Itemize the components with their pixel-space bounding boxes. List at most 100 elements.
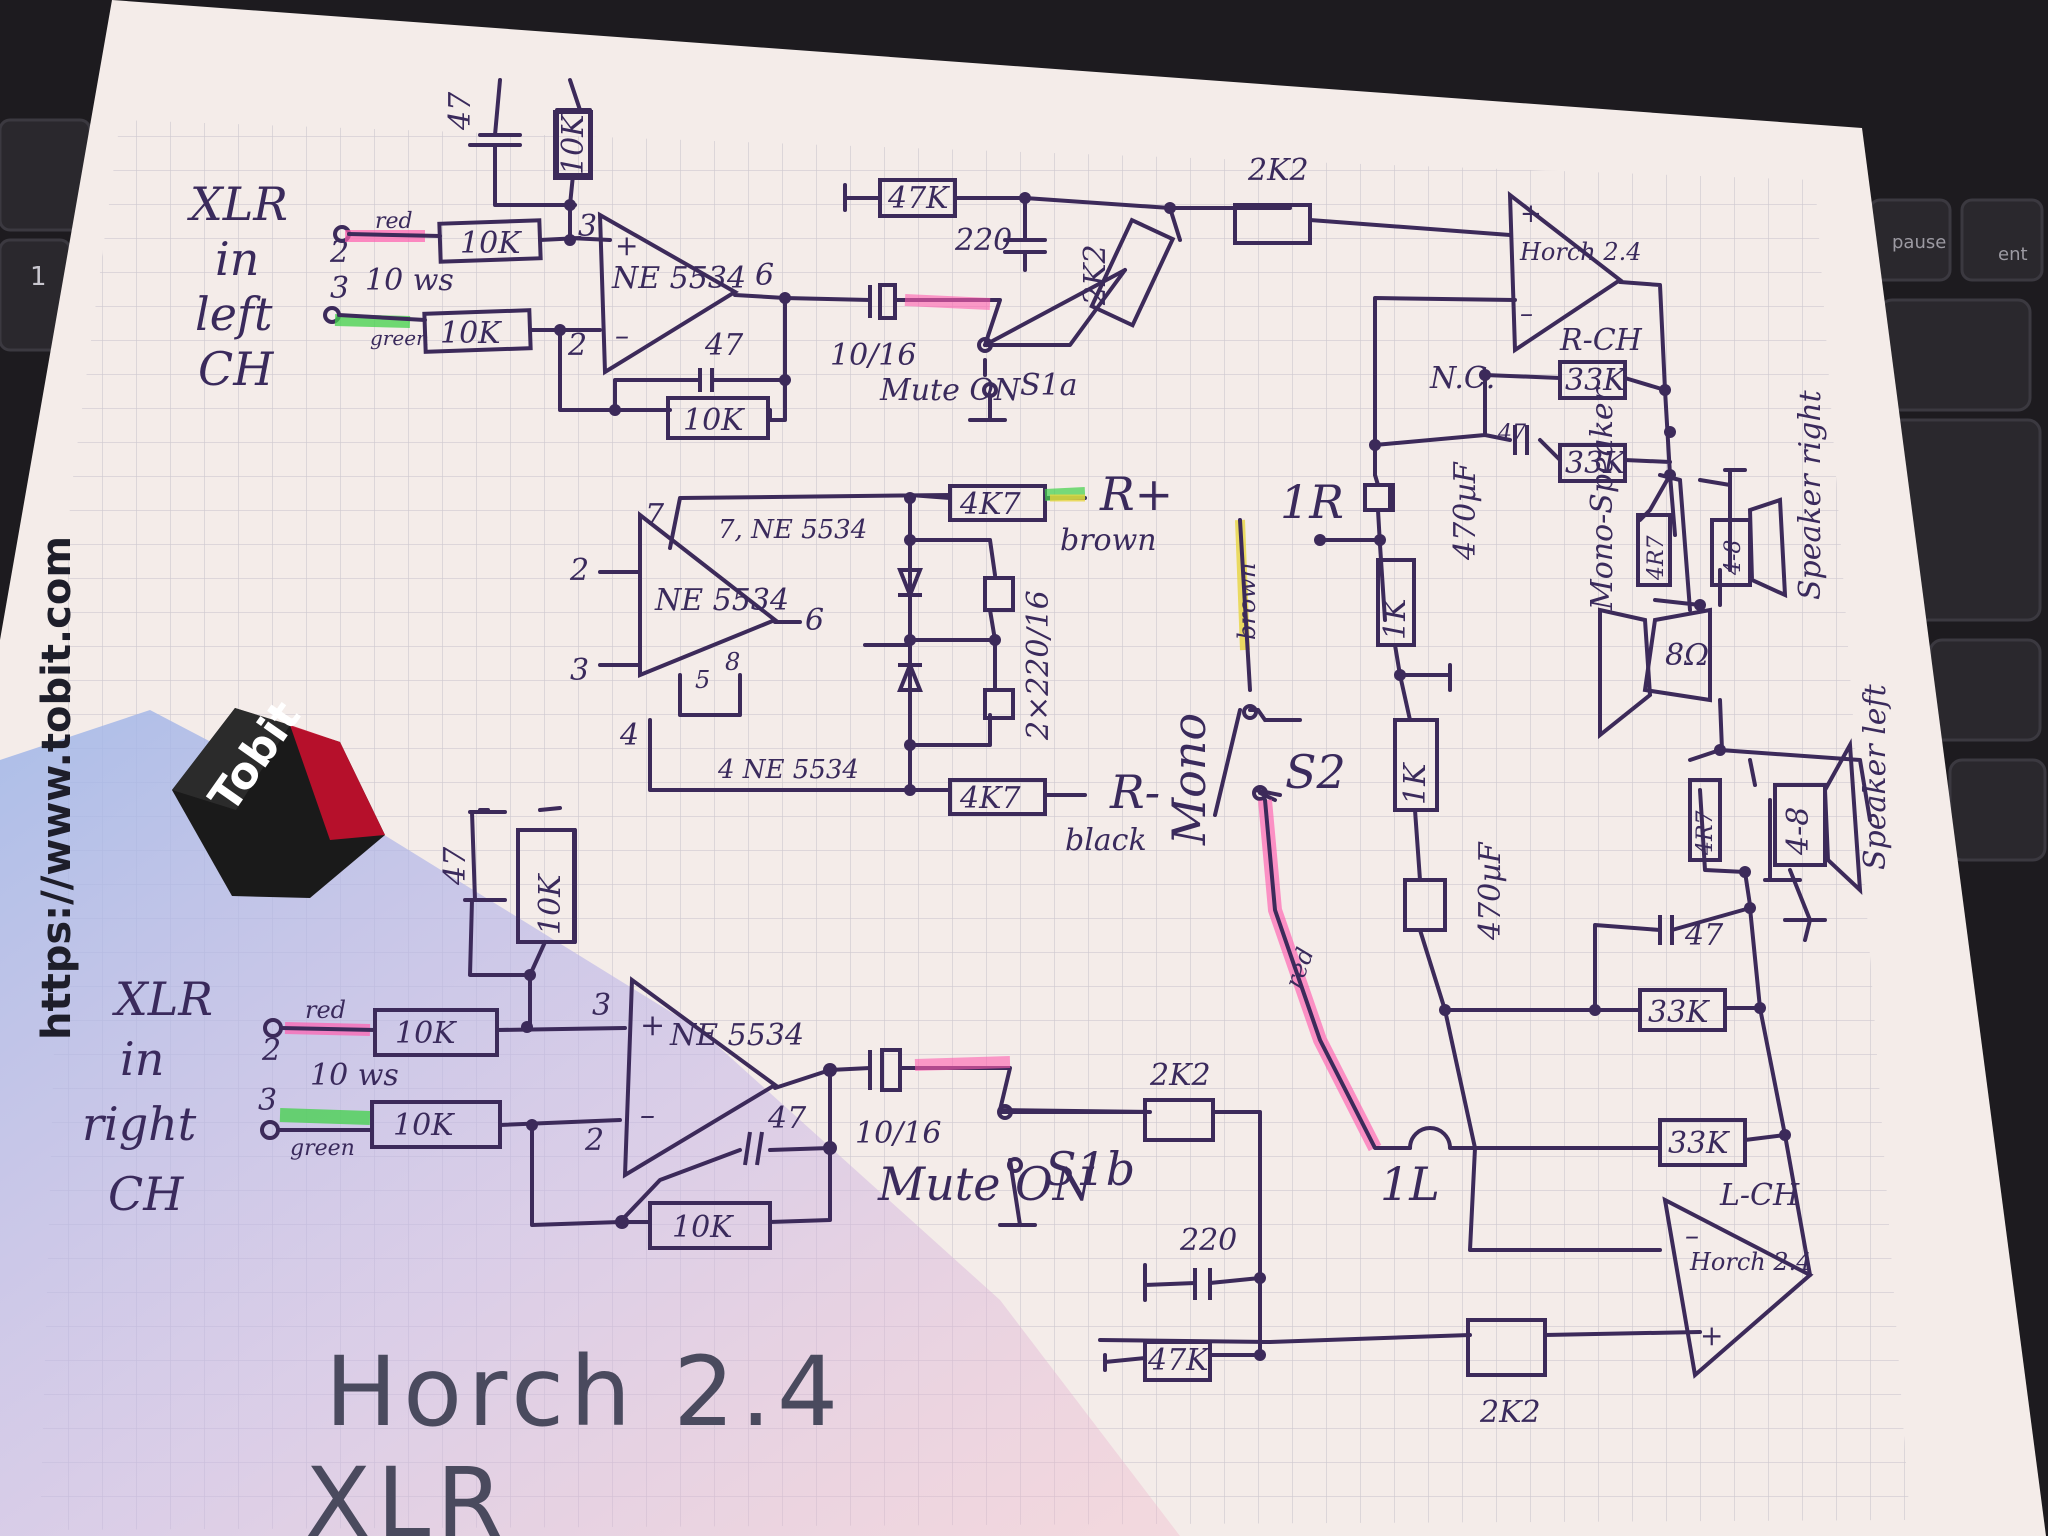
wire-green-label: green — [290, 1136, 355, 1161]
resistor-10k — [648, 1201, 772, 1250]
cap-top-label: 47 — [438, 846, 473, 886]
mono-label: Mono — [1162, 713, 1216, 846]
resistor-33k — [1558, 443, 1627, 483]
minus-sign: – — [1520, 299, 1533, 329]
pin3-label: 3 — [330, 271, 349, 306]
pin3-label: 3 — [258, 1083, 277, 1118]
cap-fb-label: 47 — [704, 328, 744, 363]
switch-contact — [1007, 1157, 1023, 1173]
channel-label: R-CH — [1559, 323, 1643, 358]
switch-s1a-label: S1a — [1020, 368, 1078, 403]
resistor-2k2 — [1233, 203, 1312, 245]
pin-minus-label: 2 — [584, 1123, 604, 1158]
resistor-4r7 — [1636, 513, 1672, 587]
pin8-label: 8 — [725, 648, 740, 676]
pin2-label: 2 — [569, 553, 589, 588]
logo-url: https://www.tobit.com — [34, 536, 80, 1040]
keyboard-key — [1878, 298, 2032, 412]
mute-label: Mute ON — [877, 1157, 1095, 1211]
resistor-2k2 — [1466, 1318, 1547, 1377]
r-fb-label: 10K — [683, 403, 745, 438]
r-series-label: 2K2 — [1247, 153, 1309, 188]
pin-plus-label: 3 — [592, 988, 611, 1023]
key-label-pause: pause — [1892, 232, 1946, 253]
opamp-triangle-icon — [597, 211, 739, 376]
resistor-47k — [1143, 1340, 1212, 1382]
highlight-red-wire — [904, 294, 991, 310]
tobit-logo-cube-icon: Tobit — [172, 692, 385, 898]
keyboard-key — [1960, 198, 2044, 282]
cap-fb-label: 47 — [767, 1101, 807, 1136]
pin3-label: 3 — [570, 653, 589, 688]
r-top-label: 10K — [533, 873, 568, 935]
r-bottom-label: 4K7 — [959, 781, 1021, 816]
wire-bottom-label: black — [1065, 823, 1147, 858]
wire-top-label: brown — [1060, 523, 1157, 558]
r-top-label: 10K — [556, 113, 591, 175]
r-series-label: 2K2 — [1479, 1395, 1541, 1430]
left-in-label: in — [215, 232, 259, 286]
keyboard-key — [1948, 758, 2047, 862]
nc-label: N.C. — [1429, 361, 1495, 396]
electrolytic-capacitor — [1403, 878, 1447, 932]
capacitor-47 — [1513, 425, 1529, 455]
spk-left-label: Speaker left — [1858, 683, 1893, 870]
pin4-label: 4 — [619, 718, 639, 753]
sense-r-label: 1R — [1280, 475, 1344, 529]
pin2-label: 2 — [261, 1033, 281, 1068]
plus-sign: + — [1700, 1319, 1723, 1352]
minus-sign: – — [615, 319, 629, 352]
cap-coupling-label: 10/16 — [855, 1116, 941, 1151]
highlight-green-wire — [334, 314, 411, 328]
right-xlr-label: XLR — [112, 972, 213, 1026]
switch-s1b-label: S1b — [1045, 1142, 1135, 1196]
capacitor-10-16 — [868, 283, 897, 320]
resistor-10k — [553, 110, 593, 180]
sense-l-label: 1L — [1380, 1157, 1440, 1211]
plus-sign: + — [615, 229, 638, 262]
r-mid1-label: 1K — [1378, 597, 1413, 640]
title-line2: XLR — [305, 1447, 509, 1536]
cap-fb-label: 47 — [1684, 918, 1724, 953]
left-input-stage: XLR in left CH 2 3 red green 10 ws 10K 1… — [187, 78, 1127, 440]
cap-label: 220 — [1179, 1223, 1237, 1258]
spk-imp-label: 4-8 — [1721, 540, 1746, 576]
capacitor-220 — [1193, 1268, 1212, 1300]
plus-sign: + — [640, 1008, 665, 1043]
pin5-label: 5 — [695, 666, 710, 694]
resistor-10k — [422, 308, 533, 354]
electrolytic-capacitor — [983, 688, 1015, 720]
left-xlr-label: XLR — [187, 177, 288, 231]
tobit-logo: https://www.tobit.com Tobit — [34, 536, 385, 1040]
amp-label: Horch 2.4 — [1689, 1248, 1812, 1276]
wire-brown-label: brown — [1233, 563, 1261, 640]
wire-red-label: red — [375, 209, 413, 234]
cap-top-label: 47 — [443, 91, 478, 131]
switch-contact — [1252, 785, 1268, 801]
power-section: NE 5534 7, NE 5534 4 NE 5534 7 2 3 6 5 8… — [569, 467, 1173, 858]
potentiometer-2k2 — [1089, 217, 1176, 328]
amp-label: Horch 2.4 — [1519, 238, 1642, 266]
r-4r7-label: 4R7 — [1644, 535, 1669, 581]
right-side-label: right — [82, 1097, 197, 1151]
resistor-33k — [1638, 988, 1727, 1032]
resistor-2k2 — [1143, 1098, 1215, 1142]
r-in-top-label: 10K — [395, 1016, 457, 1051]
r-fb-label: 10K — [672, 1210, 734, 1245]
pot-label: 2K2 — [1078, 244, 1113, 306]
resistor-10k — [373, 1008, 499, 1057]
speaker-icon — [1747, 497, 1788, 599]
left-output-stage: 4R7 4-8 Speaker left 47 33K 1L 33K – + H… — [998, 683, 1893, 1430]
r-fb2-label: 33K — [1565, 446, 1627, 481]
switch-contact — [977, 337, 993, 353]
capacitor-47 — [743, 1131, 764, 1166]
r-top-label: 4K7 — [959, 487, 1021, 522]
zener-diode-icon — [897, 568, 923, 601]
rail-plus-label: R+ — [1099, 467, 1173, 521]
pin4-note: 4 NE 5534 — [717, 755, 859, 785]
left-ch-label: CH — [198, 342, 274, 396]
opamp-triangle-icon — [1507, 190, 1624, 354]
r-fb1-label: 33K — [1648, 995, 1710, 1030]
mono-spk-label: Mono-Speaker — [1585, 386, 1620, 611]
